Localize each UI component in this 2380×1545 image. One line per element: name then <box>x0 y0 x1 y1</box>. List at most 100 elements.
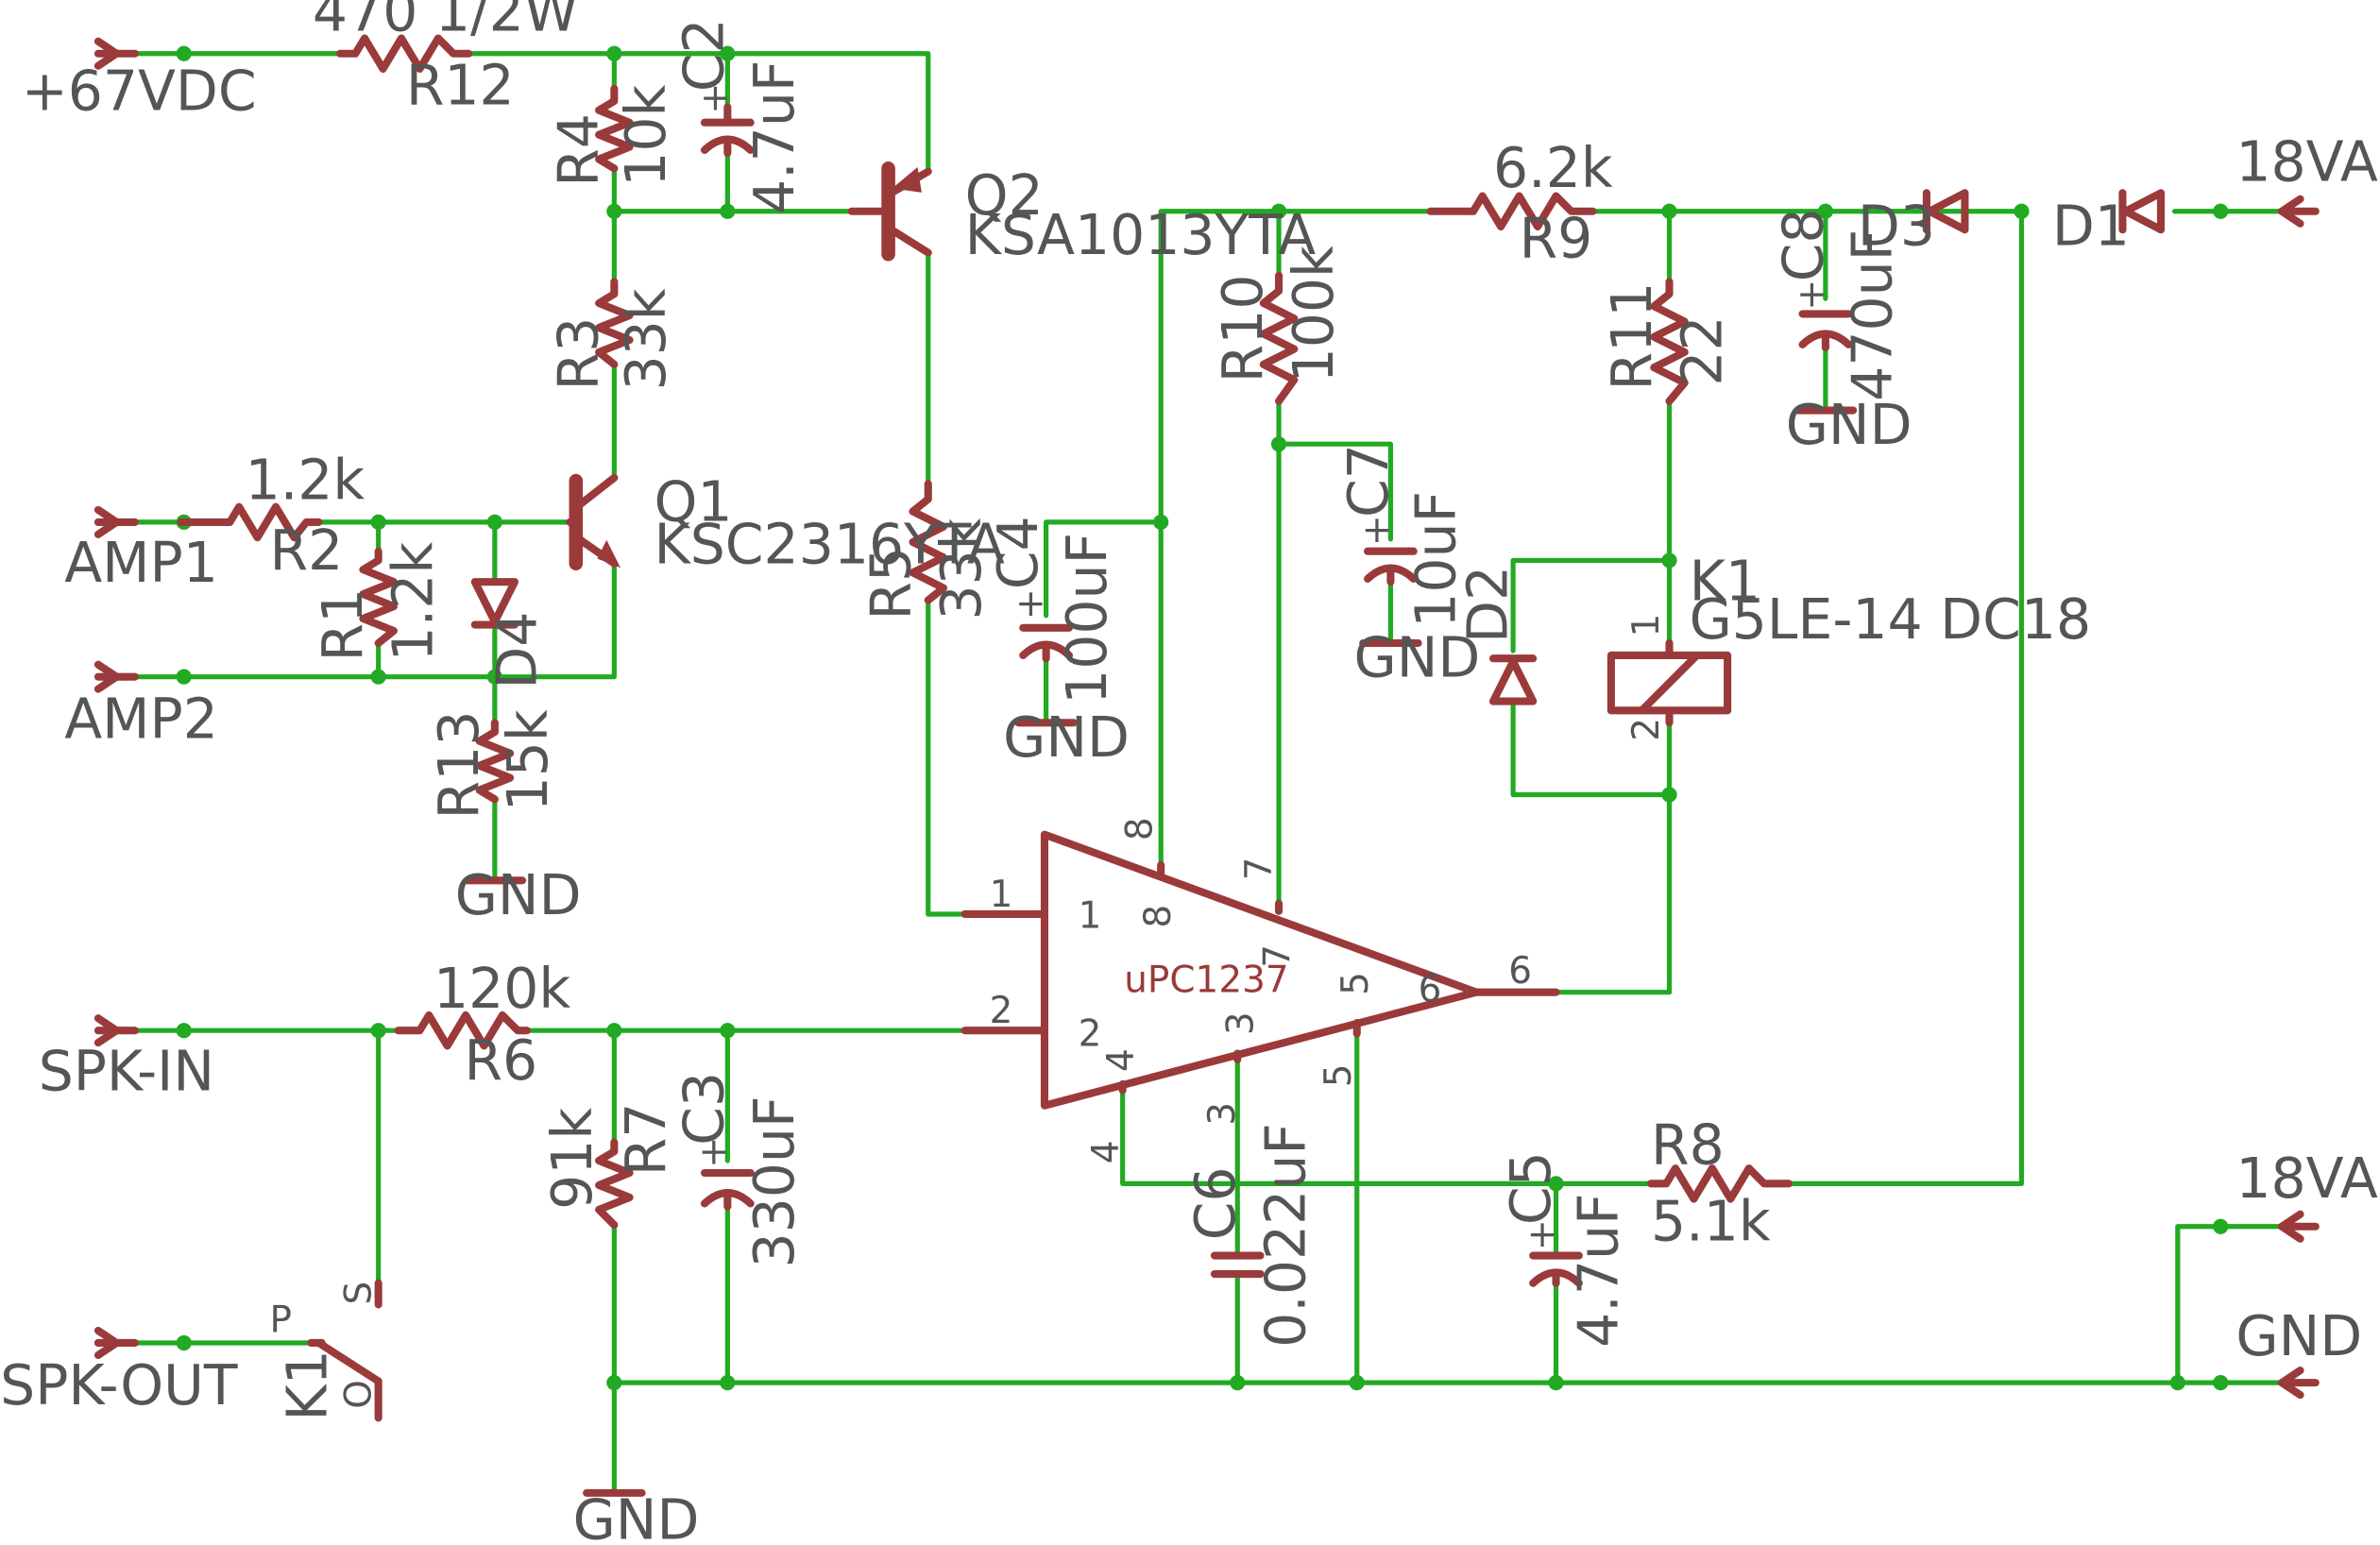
arrow-spk-out <box>94 1326 139 1359</box>
r4-value: 10k <box>614 85 678 187</box>
ic-pin-3-inner: 3 <box>1219 1011 1262 1035</box>
transistor-q1 <box>566 473 621 570</box>
k1-contact-s: S <box>338 1282 381 1305</box>
arrow-67vdc <box>94 37 139 70</box>
d4-name: D4 <box>485 612 550 689</box>
c4-name: C4 <box>986 516 1050 589</box>
ic-pin-4-inner: 4 <box>1100 1048 1143 1072</box>
arrow-18vac2 <box>2278 1210 2320 1243</box>
r12-value: 470 1/2W <box>313 0 579 43</box>
svg-text:+: + <box>699 1130 730 1173</box>
label-18vac2: 18VAC2 <box>2236 1146 2380 1211</box>
capacitor-c2: + <box>700 77 755 158</box>
ic-pin-7-outer: 7 <box>1238 857 1281 881</box>
resistor-r13 <box>475 719 515 804</box>
svg-text:+: + <box>1015 583 1046 625</box>
arrow-gnd <box>2278 1367 2320 1400</box>
svg-text:+: + <box>1527 1214 1558 1256</box>
ic-pin-2-outer: 2 <box>990 990 1013 1032</box>
resistor-r1 <box>359 547 398 648</box>
c4-value: 100uF <box>1055 533 1119 705</box>
resistor-r7 <box>595 1138 634 1230</box>
label-18vac1: 18VAC1 <box>2236 129 2380 194</box>
r8-value: 5.1k <box>1651 1189 1771 1253</box>
r5-name: R5 <box>858 547 923 620</box>
diode-d1 <box>2118 189 2166 234</box>
ic-pin-4-outer: 4 <box>1085 1141 1128 1164</box>
resistor-r8 <box>1646 1164 1794 1203</box>
ic-pin-1-outer: 1 <box>990 874 1013 916</box>
r2-value: 1.2k <box>246 449 366 513</box>
arrow-18vac1 <box>2278 195 2320 228</box>
k1-pin-2: 2 <box>1625 718 1668 741</box>
svg-text:+: + <box>1796 273 1828 315</box>
ic-pin-5-outer: 5 <box>1318 1063 1360 1087</box>
diode-d4 <box>470 578 519 629</box>
ic-pin-6-outer: 6 <box>1508 950 1532 993</box>
c5-name: C5 <box>1499 1151 1563 1225</box>
resistor-r10 <box>1259 271 1299 405</box>
c8-name: C8 <box>1772 208 1836 281</box>
diode-d2 <box>1488 654 1538 705</box>
k1-contact-o: O <box>338 1380 381 1409</box>
c6-value: 0.022uF <box>1254 1123 1318 1348</box>
r3-value: 33k <box>614 288 678 390</box>
r6-name: R6 <box>464 1028 537 1093</box>
wires <box>132 51 2285 1496</box>
capacitor-c6 <box>1210 1251 1265 1279</box>
label-gnd-connector: GND <box>2236 1304 2362 1368</box>
r4-name: R4 <box>547 113 611 187</box>
r7-value: 91k <box>540 1108 604 1210</box>
r9-name: R9 <box>1520 206 1593 270</box>
q2-name: Q2 <box>965 163 1044 228</box>
r13-value: 15k <box>496 709 560 811</box>
resistors <box>177 34 1794 1230</box>
q1-name: Q1 <box>654 469 733 534</box>
gnd-symbols <box>463 406 1858 1497</box>
r5-value: 33k <box>929 518 994 620</box>
c2-value: 4.7uF <box>742 60 807 214</box>
resistor-r2 <box>177 502 323 542</box>
resistor-r9 <box>1426 192 1597 231</box>
resistor-r3 <box>595 278 634 368</box>
capacitors: + + + + + + <box>699 77 1853 1287</box>
r6-value: 120k <box>434 957 570 1021</box>
c7-value: 10uF <box>1404 491 1469 628</box>
label-spk-out: SPK-OUT <box>0 1353 238 1418</box>
arrow-amp2 <box>94 660 139 693</box>
r11-name: R11 <box>1600 282 1664 391</box>
label-amp1: AMP1 <box>64 531 218 595</box>
ic-pin-7-inner: 7 <box>1256 944 1299 968</box>
k1-contact-name: K1 <box>276 1350 340 1420</box>
resistor-r6 <box>394 1010 531 1050</box>
c2-name: C2 <box>672 18 736 92</box>
r11-value: 22 <box>1671 315 1735 385</box>
q1-value: KSC2316YTA <box>654 513 1005 577</box>
diode-d3 <box>1922 189 1969 234</box>
ic-pin-3-outer: 3 <box>1201 1102 1244 1126</box>
c5-value: 4.7uF <box>1566 1193 1630 1347</box>
label-67vdc: +67VDC <box>22 59 257 124</box>
k1-value: G5LE-14 DC18 <box>1690 587 2092 652</box>
r1-value: 1.2k <box>381 542 445 662</box>
r3-name: R3 <box>547 317 611 391</box>
r9-value: 6.2k <box>1493 136 1613 200</box>
capacitor-c4: + <box>1015 583 1073 663</box>
d2-name: D2 <box>1456 566 1521 643</box>
c3-value: 330uF <box>742 1096 807 1268</box>
resistor-r12 <box>336 34 473 74</box>
arrow-spk-in <box>94 1014 139 1047</box>
resistor-r11 <box>1650 278 1689 405</box>
r2-name: R2 <box>270 518 344 583</box>
ic-value: uPC1237 <box>1124 959 1288 1002</box>
r10-name: R10 <box>1211 275 1275 383</box>
c6-name: C6 <box>1183 1166 1248 1240</box>
ic-pin-2-inner: 2 <box>1079 1012 1102 1055</box>
k1-pin-1: 1 <box>1625 614 1668 637</box>
gnd-c4: GND <box>1003 705 1130 770</box>
label-spk-in: SPK-IN <box>39 1039 214 1103</box>
q2-value: KSA1013YTA <box>965 203 1317 267</box>
capacitor-c7: + <box>1362 509 1418 586</box>
